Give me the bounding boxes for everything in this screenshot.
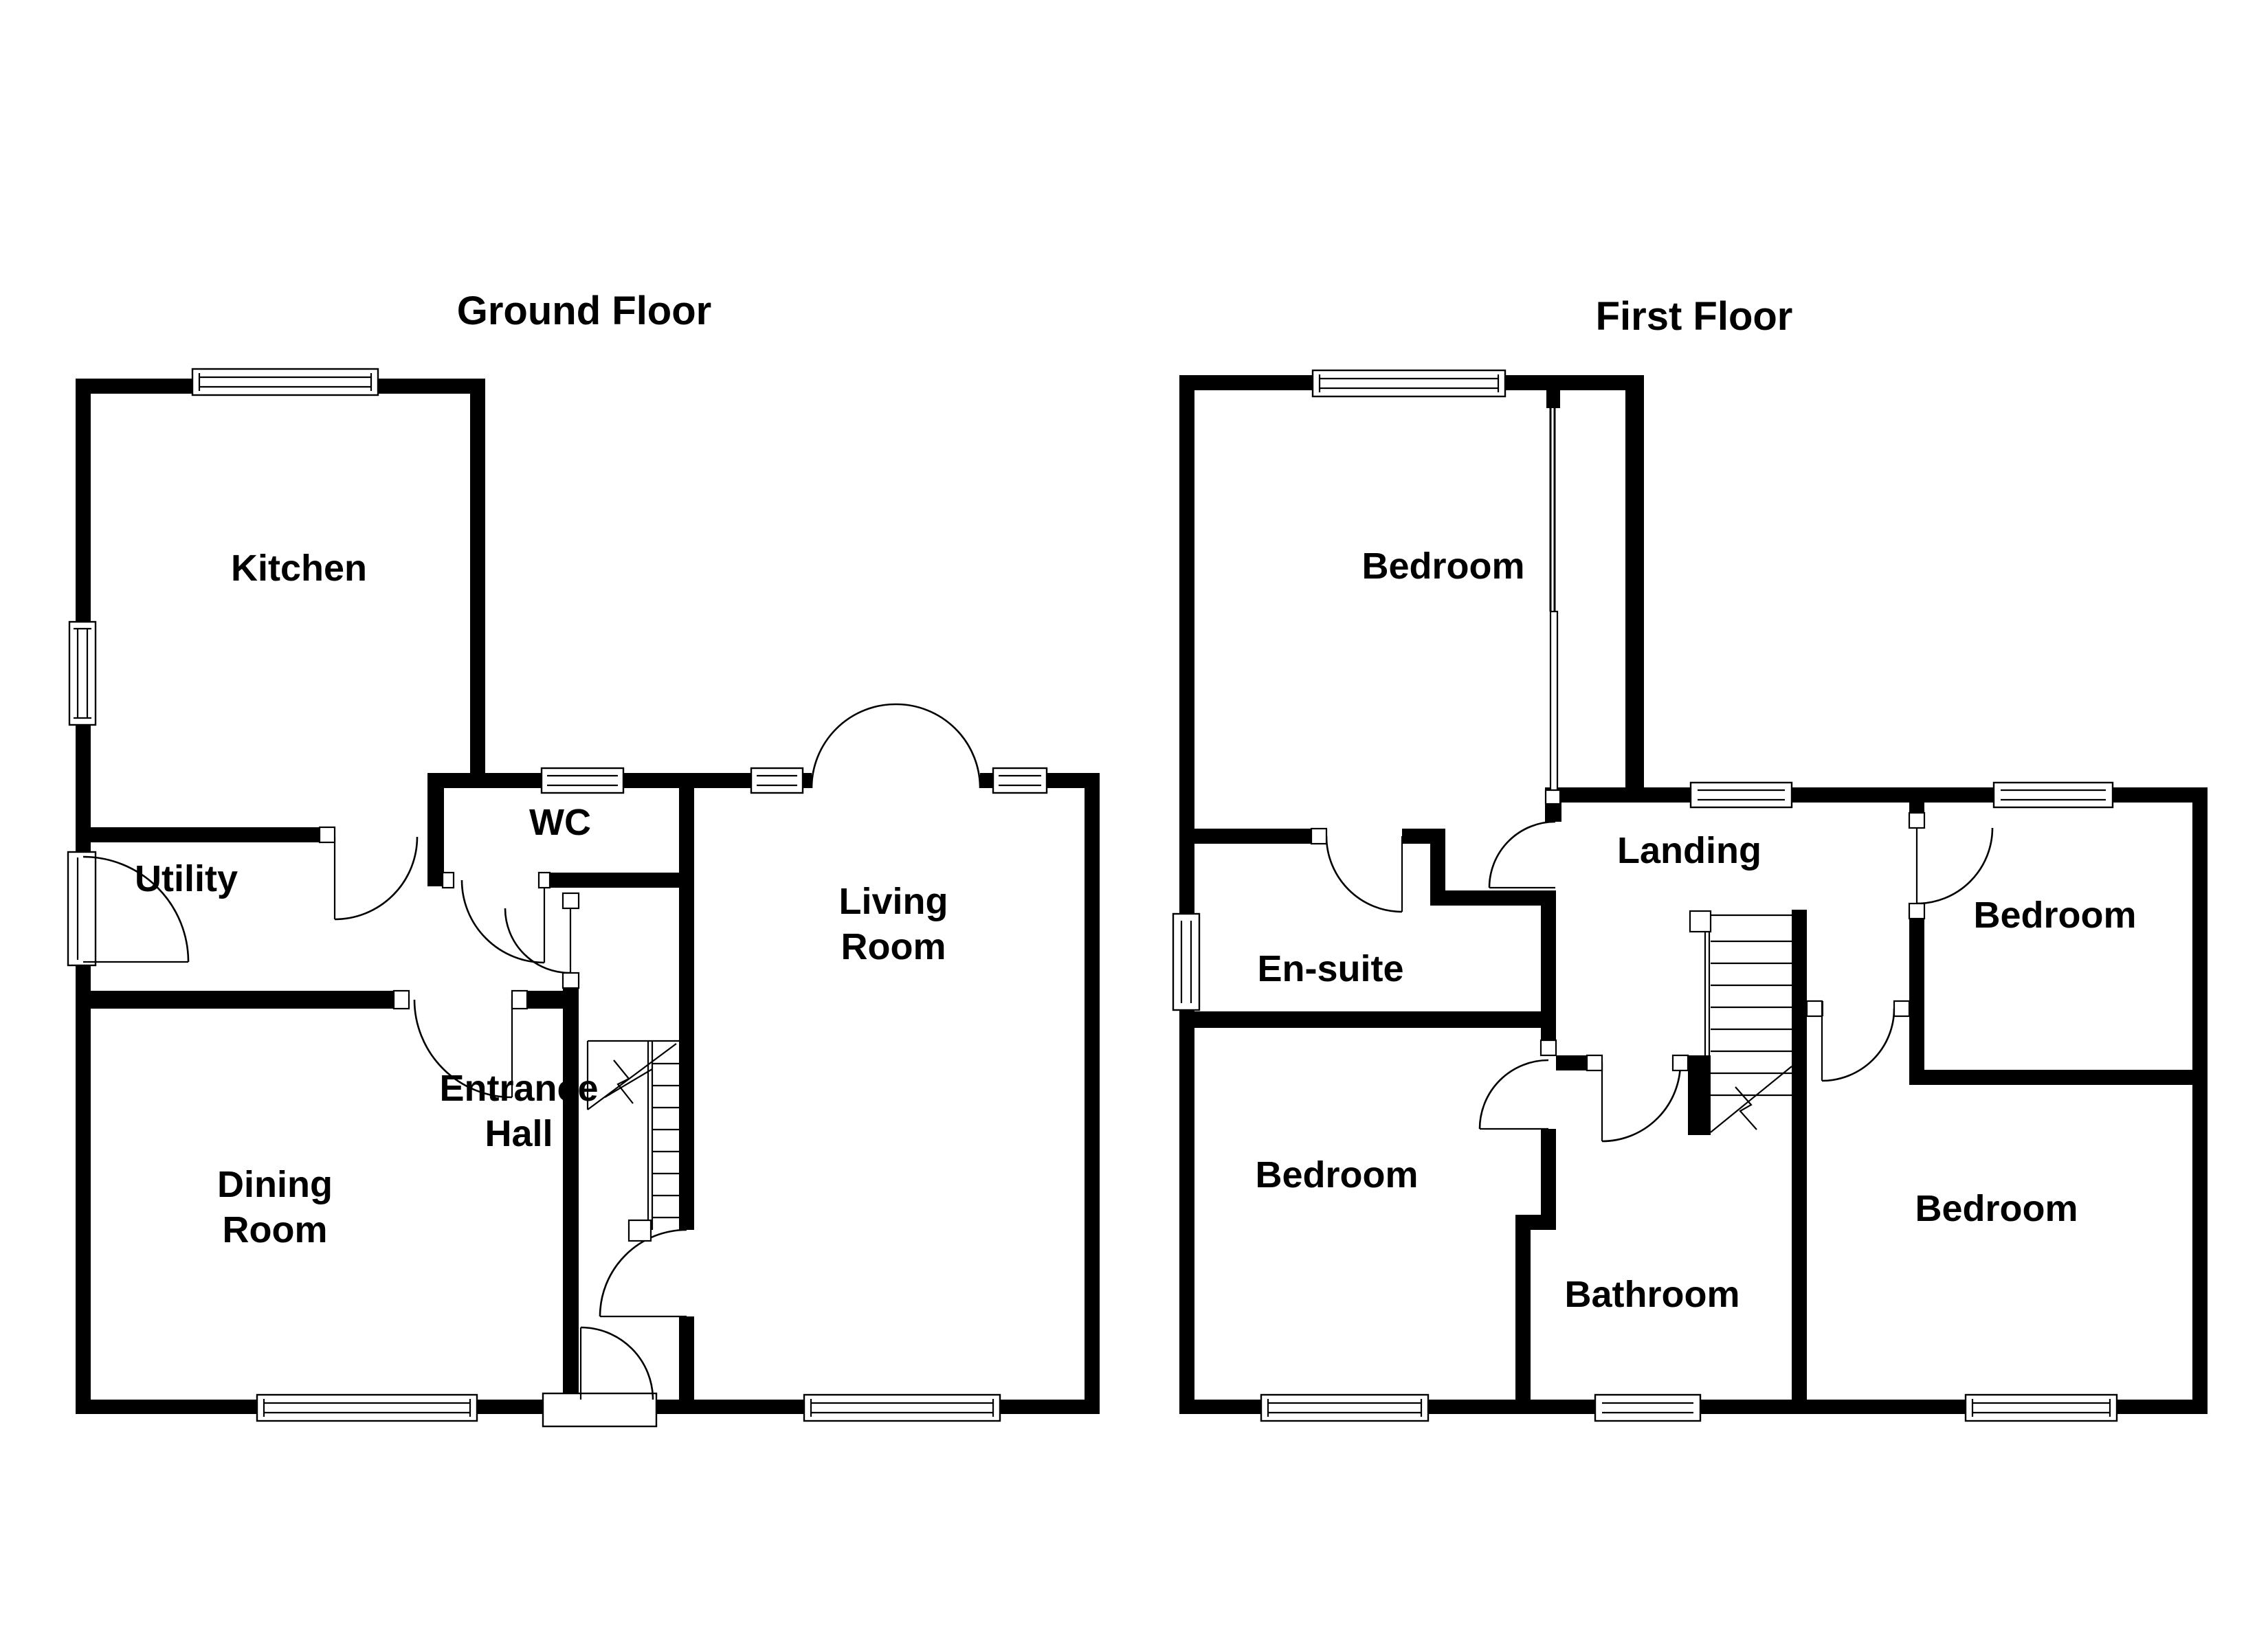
bedroom-right-door-icon [1915, 827, 1994, 905]
room-label-entrance-hall-line2: Hall [485, 1113, 553, 1154]
room-label-living-line2: Room [841, 926, 946, 967]
bedroom-right-window-icon [1992, 781, 2114, 809]
first-floor-doors [1310, 789, 1994, 1143]
ground-floor-plan: Ground Floor Kitchen Utility WC Entrance… [67, 289, 1100, 1428]
kitchen-side-window-icon [68, 620, 97, 726]
dining-room-door-icon [413, 999, 513, 1099]
bedroom-partition-icon [1546, 390, 1560, 792]
room-label-ensuite: En-suite [1257, 948, 1403, 989]
room-label-bedroom-bottom-left: Bedroom [1255, 1154, 1418, 1196]
ground-floor-doors [67, 703, 981, 1428]
room-label-utility: Utility [135, 858, 238, 899]
utility-exterior-door-icon [67, 851, 190, 967]
wc-door-icon [460, 879, 546, 964]
bedroom-bottom-right-door-icon [1821, 1008, 1895, 1082]
french-doors-icon [810, 703, 981, 789]
living-room-right-window-icon [992, 767, 1048, 794]
ground-floor-title: Ground Floor [457, 289, 712, 333]
dining-room-window-icon [256, 1393, 478, 1422]
ensuite-door-icon [1325, 835, 1403, 913]
living-room-bottom-window-icon [803, 1393, 1001, 1422]
first-floor-stairs-icon [1689, 910, 1792, 1133]
bedroom-top-left-door-icon [1488, 820, 1556, 889]
bedroom-top-window-icon [1311, 369, 1507, 398]
bathroom-door-icon [1601, 1062, 1682, 1143]
first-floor-plan: First Floor Bedroom En-suite Landing Bed… [1172, 294, 2208, 1422]
bedroom-bottom-right-window-icon [1964, 1393, 2118, 1422]
wc-window-icon [540, 767, 625, 794]
room-label-kitchen: Kitchen [231, 548, 367, 589]
room-label-bathroom: Bathroom [1565, 1274, 1740, 1315]
room-label-bedroom-top-left: Bedroom [1361, 546, 1524, 587]
kitchen-utility-door-icon [333, 836, 419, 921]
bedroom-bottom-left-door-icon [1478, 1059, 1549, 1130]
living-room-door-icon [599, 1229, 687, 1318]
hall-corridor-door-icon [504, 908, 572, 974]
front-door-icon [542, 1326, 658, 1428]
living-room-left-window-icon [750, 767, 804, 794]
ensuite-side-window-icon [1172, 912, 1201, 1011]
room-label-bedroom-right: Bedroom [1973, 895, 2136, 936]
landing-window-icon [1689, 781, 1793, 809]
bedroom-bottom-left-window-icon [1260, 1393, 1430, 1422]
room-label-wc: WC [529, 802, 591, 843]
room-label-landing: Landing [1617, 830, 1761, 871]
ground-floor-windows [68, 368, 1048, 1422]
ground-floor-walls [76, 379, 1100, 1414]
ground-floor-stairs-icon [586, 1040, 679, 1242]
bathroom-window-icon [1594, 1393, 1702, 1422]
kitchen-top-window-icon [191, 368, 379, 396]
first-floor-windows [1172, 369, 2118, 1422]
first-floor-title: First Floor [1596, 294, 1793, 339]
room-label-living-line1: Living [839, 881, 948, 922]
first-floor-walls [1179, 375, 2208, 1414]
room-label-dining-line2: Room [223, 1209, 328, 1250]
room-label-dining-line1: Dining [217, 1164, 333, 1205]
room-label-entrance-hall-line1: Entrance [439, 1068, 598, 1109]
room-label-bedroom-bottom-right: Bedroom [1915, 1188, 2078, 1229]
